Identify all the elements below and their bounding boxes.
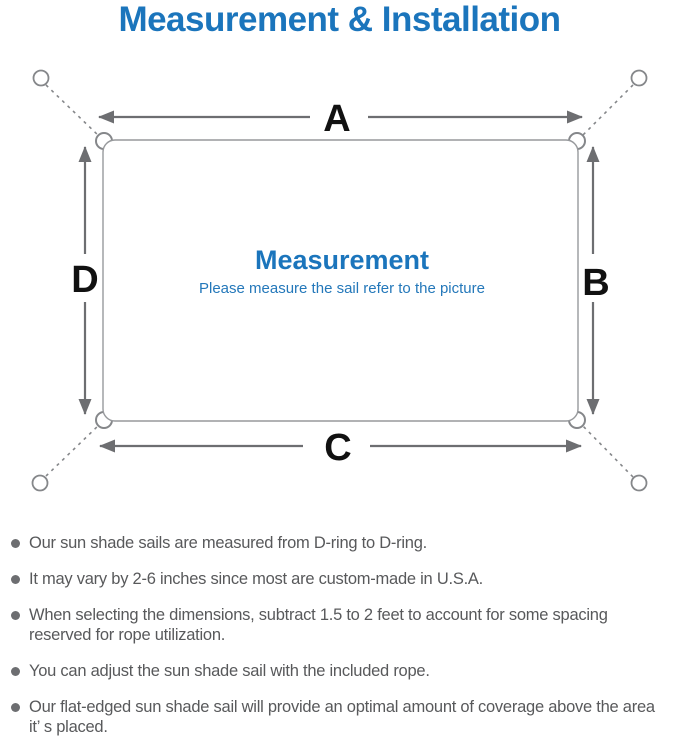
note-text: Our flat-edged sun shade sail will provi… [29,698,655,736]
bullet-icon [11,539,20,548]
dimension-c: C [99,427,582,469]
dim-label-c: C [324,427,351,469]
dim-label-a: A [323,98,350,140]
rope-dashed-lines [45,84,634,478]
rope-top-right [580,84,634,138]
dimension-b: B [582,146,610,415]
list-item: When selecting the dimensions, subtract … [11,605,669,645]
sail-rect [102,139,579,422]
list-item: It may vary by 2-6 inches since most are… [11,569,669,589]
dim-label-d: D [71,259,98,301]
note-text: Our sun shade sails are measured from D-… [29,534,427,552]
anchor-ring-bottom-left [31,474,49,492]
note-text: You can adjust the sun shade sail with t… [29,662,430,680]
bullet-icon [11,611,20,620]
bullet-icon [11,575,20,584]
rope-bottom-right [580,423,634,478]
notes-list: Our sun shade sails are measured from D-… [11,533,669,739]
measurement-diagram: A C D B Measurement Please measure the s… [31,69,648,492]
rope-top-left [45,84,101,138]
bullet-icon [11,703,20,712]
dimension-d: D [71,146,99,415]
anchor-ring-top-left [32,69,50,87]
page-title: Measurement & Installation [118,0,561,39]
anchor-ring-top-right [630,69,648,87]
anchor-ring-bottom-right [630,474,648,492]
diagram-center-title: Measurement [255,245,429,275]
list-item: Our sun shade sails are measured from D-… [11,533,669,553]
diagram-center-subtitle: Please measure the sail refer to the pic… [199,280,485,297]
note-text: When selecting the dimensions, subtract … [29,606,608,644]
note-text: It may vary by 2-6 inches since most are… [29,570,484,588]
list-item: Our flat-edged sun shade sail will provi… [11,697,669,737]
bullet-icon [11,667,20,676]
rope-bottom-left [45,423,101,477]
dimension-a: A [98,98,583,140]
list-item: You can adjust the sun shade sail with t… [11,661,669,681]
dim-label-b: B [582,262,609,304]
